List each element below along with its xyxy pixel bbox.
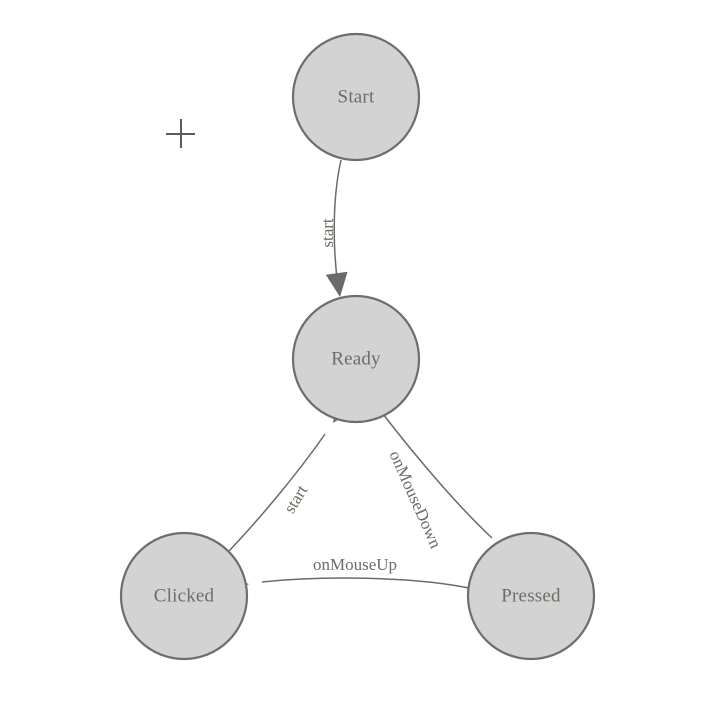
node-label-ready: Ready [331,348,381,369]
state-node-start[interactable]: Start [291,32,421,162]
edge-pressed-to-clicked[interactable]: onMouseUp [223,555,470,598]
edge-label-start-to-ready: start [318,218,337,248]
state-node-clicked[interactable]: Clicked [119,531,249,661]
state-node-pressed[interactable]: Pressed [466,531,596,661]
arrowhead-icon [325,271,348,297]
node-label-pressed: Pressed [501,585,561,606]
edge-label-pressed-to-clicked: onMouseUp [313,555,397,574]
state-node-ready[interactable]: Ready [291,294,421,424]
crosshair-icon [166,119,195,148]
node-shape[interactable] [466,531,596,661]
node-shape[interactable] [291,32,421,162]
edge-start-to-ready[interactable]: start [318,159,351,299]
node-shape[interactable] [119,531,249,661]
edge-path [382,413,493,539]
node-label-start: Start [338,86,375,107]
node-shape[interactable] [291,294,421,424]
edge-label-ready-to-pressed: onMouseDown [385,448,445,552]
edge-path [261,577,470,589]
edge-path [228,433,326,552]
node-label-clicked: Clicked [154,585,215,606]
